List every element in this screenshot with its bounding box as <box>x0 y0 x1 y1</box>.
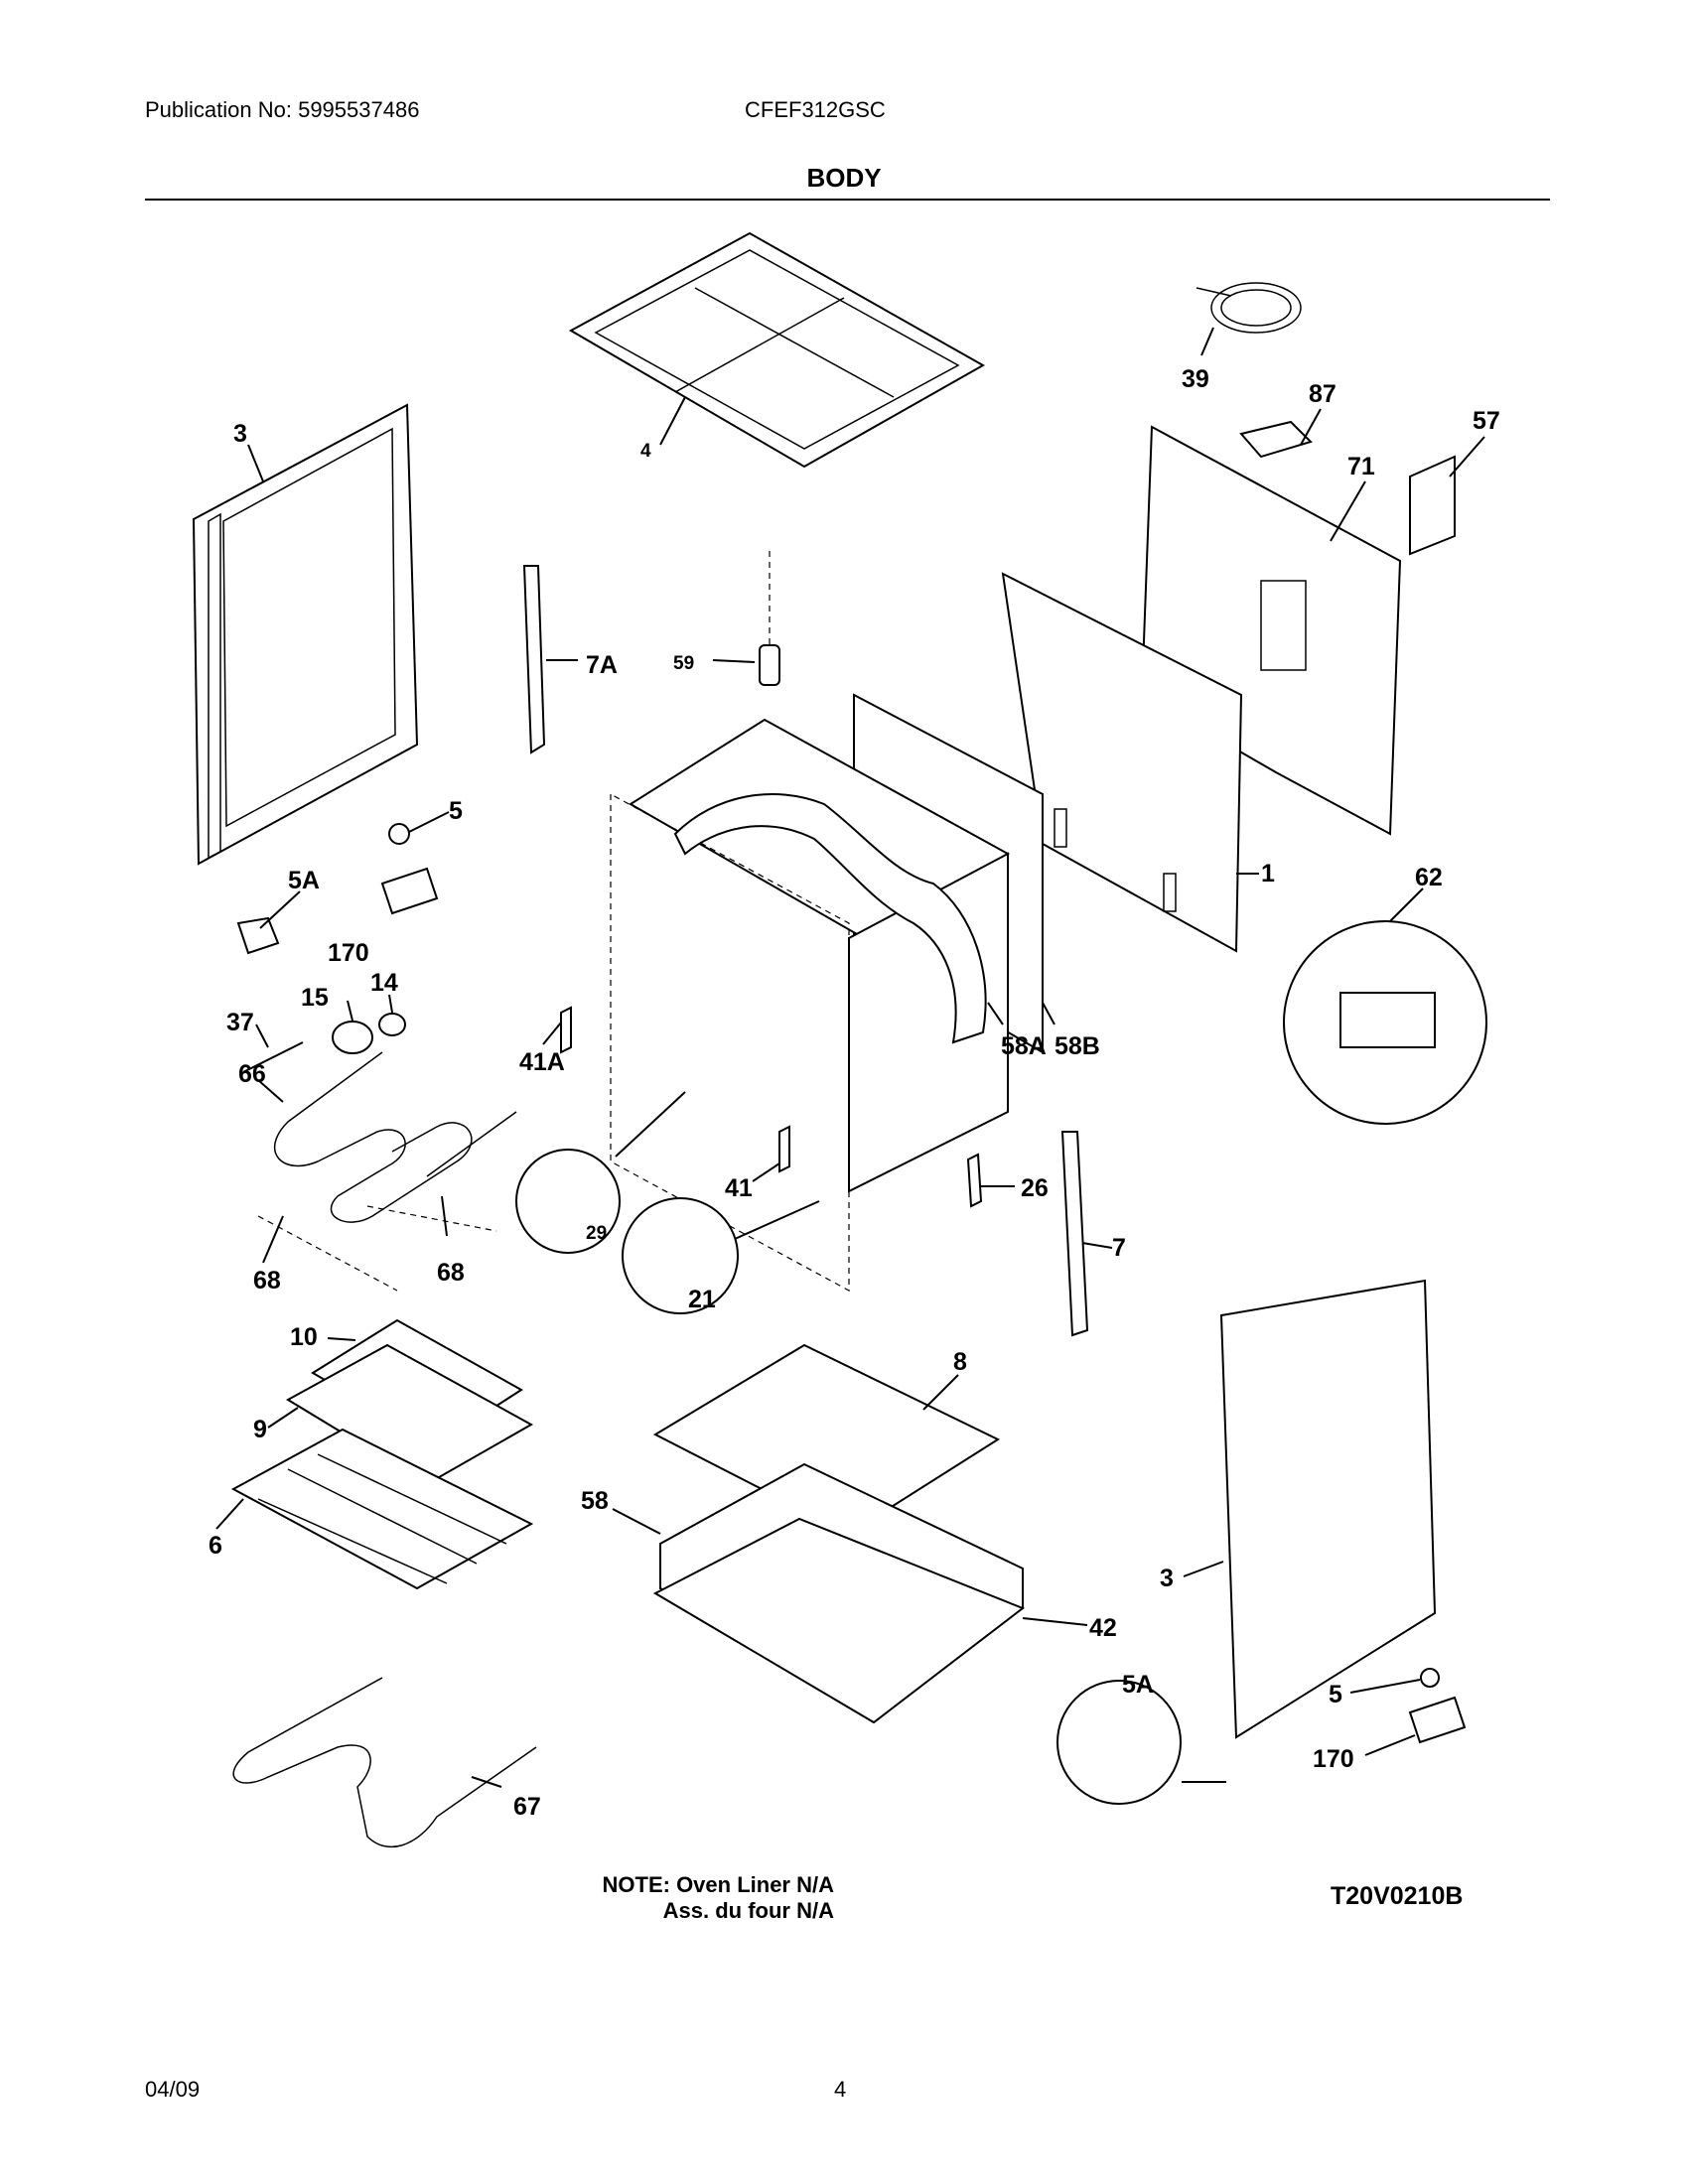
sensor-37-part <box>242 1041 304 1073</box>
model-number: CFEF312GSC <box>745 97 886 122</box>
left-side-panel-part <box>192 403 419 866</box>
callout-5a-left: 5A <box>288 867 320 894</box>
oven-light-part <box>332 1013 406 1054</box>
leveling-leg-5-part <box>1420 1668 1440 1688</box>
callout-14: 14 <box>370 969 398 997</box>
page-number: 4 <box>834 2077 847 2102</box>
callout-67: 67 <box>513 1793 541 1821</box>
callout-7a: 7A <box>586 651 618 679</box>
callout-1: 1 <box>1261 860 1275 887</box>
broil-element-part <box>274 1051 473 1223</box>
bracket-87-part <box>1239 420 1313 459</box>
left-hinge-hardware-part <box>236 823 439 955</box>
bracket-41-part <box>778 1125 790 1173</box>
callout-58b: 58B <box>1055 1032 1100 1060</box>
footer-date: 04/09 <box>145 2077 201 2102</box>
oven-cavity-frame-part <box>610 718 1011 1293</box>
callout-5a-right: 5A <box>1122 1671 1154 1699</box>
callout-66: 66 <box>238 1060 266 1088</box>
callout-4: 4 <box>640 441 651 462</box>
oven-liner-note-en: NOTE: Oven Liner N/A <box>602 1872 834 1897</box>
detail-5a-circle <box>1056 1680 1182 1805</box>
callout-41a: 41A <box>519 1048 565 1076</box>
right-side-panel-part <box>1219 1279 1437 1739</box>
power-cord-part <box>1196 282 1302 334</box>
hinge-7-part <box>1060 1131 1089 1337</box>
top-panel-part <box>568 231 986 469</box>
callout-10: 10 <box>290 1323 318 1351</box>
callout-9: 9 <box>253 1416 267 1443</box>
callout-62: 62 <box>1415 864 1443 891</box>
callout-3-left: 3 <box>233 420 247 448</box>
callout-68-left: 68 <box>253 1267 281 1295</box>
back-wall-part <box>1001 572 1243 953</box>
oven-rack-part <box>230 1428 534 1590</box>
oven-liner-note-fr: Ass. du four N/A <box>662 1898 834 1923</box>
callout-labels: 3 4 39 87 57 71 7A 59 5 5A 170 1 62 14 1… <box>209 365 1500 1821</box>
callout-68-right: 68 <box>437 1259 465 1287</box>
callout-57: 57 <box>1473 407 1500 435</box>
callout-37: 37 <box>226 1009 254 1036</box>
callout-3-right: 3 <box>1160 1565 1174 1592</box>
bottom-panel-part <box>652 1517 1026 1724</box>
callout-8: 8 <box>953 1348 967 1376</box>
callout-71: 71 <box>1347 453 1375 480</box>
terminal-block-part <box>1339 992 1436 1048</box>
detail-21-circle <box>622 1197 739 1314</box>
leader-lines <box>215 327 1485 1788</box>
callout-170-right: 170 <box>1313 1745 1354 1773</box>
foot-59-part <box>759 644 780 686</box>
bake-element-part <box>232 1677 537 1847</box>
callout-58: 58 <box>581 1487 609 1515</box>
bracket-41a-part <box>560 1006 572 1054</box>
hinge-7a-part <box>522 565 546 754</box>
callout-7: 7 <box>1112 1234 1126 1262</box>
callout-21: 21 <box>688 1286 716 1313</box>
callout-59: 59 <box>673 653 694 674</box>
callout-58a: 58A <box>1001 1032 1047 1060</box>
callout-39: 39 <box>1182 365 1209 393</box>
bracket-26-part <box>966 1153 983 1208</box>
callout-26: 26 <box>1021 1174 1049 1202</box>
header-divider <box>145 199 1550 201</box>
callout-6: 6 <box>209 1532 222 1560</box>
callout-15: 15 <box>301 984 329 1012</box>
section-title: BODY <box>806 163 882 193</box>
callout-5-left: 5 <box>449 797 463 825</box>
hinge-receiver-170-part <box>1408 1696 1467 1744</box>
terminal-cover-part <box>1409 455 1456 556</box>
drawing-code: T20V0210B <box>1331 1882 1464 1910</box>
callout-5-right: 5 <box>1329 1681 1342 1708</box>
callout-41: 41 <box>725 1174 753 1202</box>
callout-170-left: 170 <box>328 939 369 967</box>
publication-number: Publication No: 5995537486 <box>145 97 420 122</box>
callout-29: 29 <box>586 1223 607 1244</box>
callout-42: 42 <box>1089 1614 1117 1642</box>
callout-87: 87 <box>1309 380 1336 408</box>
detail-29-circle <box>515 1149 621 1254</box>
